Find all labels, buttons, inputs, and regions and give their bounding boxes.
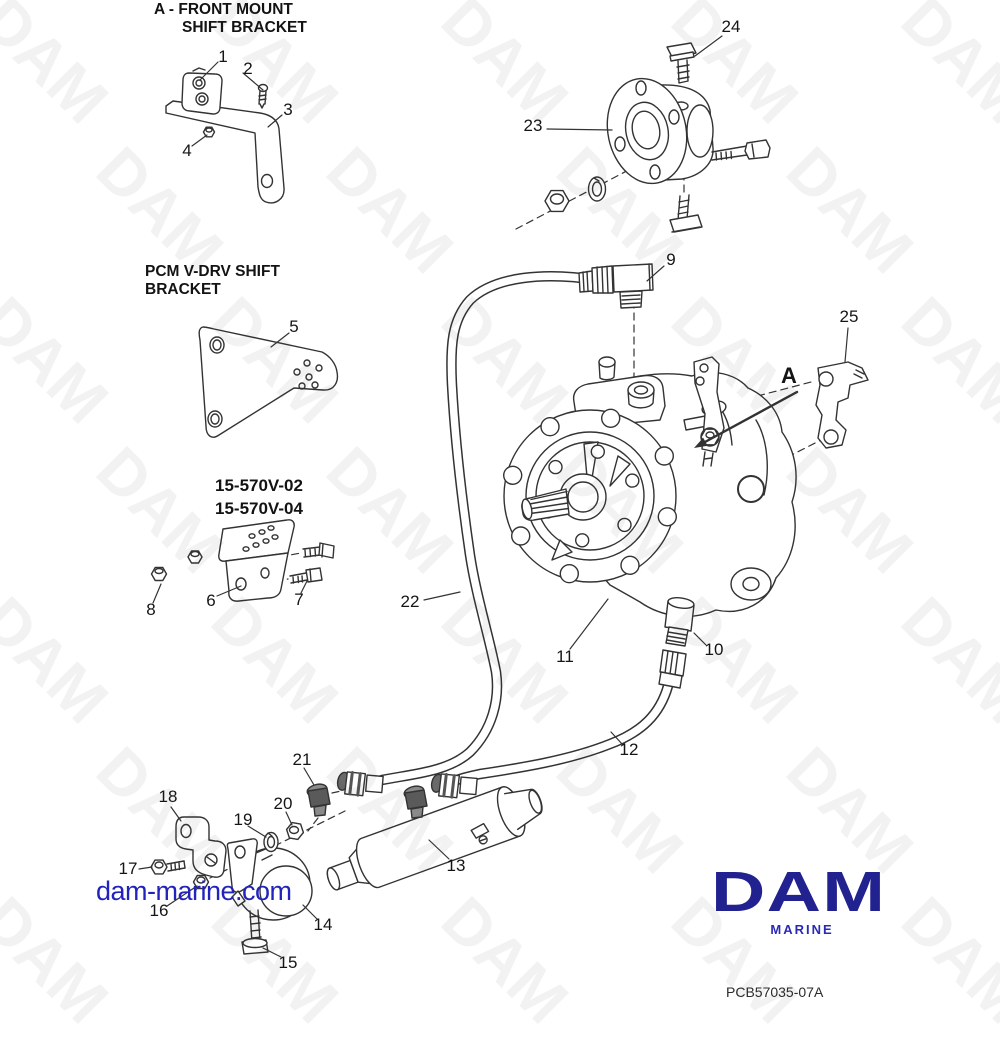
callout-21: 21 bbox=[292, 750, 312, 769]
housing-lugs bbox=[503, 408, 677, 584]
model-number-line1: 15-570V-02 bbox=[215, 476, 303, 495]
model-bracket-drawing bbox=[150, 519, 335, 602]
elbow-fitting-a bbox=[306, 783, 331, 817]
callout-7: 7 bbox=[294, 590, 304, 609]
website-link[interactable]: dam-marine.com bbox=[96, 876, 292, 906]
model-number-line2: 15-570V-04 bbox=[215, 499, 303, 518]
transmission-drawing bbox=[503, 356, 797, 618]
elbow-fitting-9 bbox=[578, 263, 654, 309]
callout-13: 13 bbox=[446, 856, 466, 875]
shift-lever bbox=[693, 356, 725, 467]
spline-shaft bbox=[521, 488, 570, 521]
callout-10: 10 bbox=[704, 640, 724, 659]
bolt-24 bbox=[666, 42, 697, 84]
elbow-fitting-b bbox=[403, 785, 428, 819]
plate-16 bbox=[226, 838, 258, 907]
pcm-bracket-drawing bbox=[198, 326, 339, 438]
mount-hardware-drawing bbox=[150, 816, 305, 907]
elbow-fitting-10 bbox=[658, 597, 695, 689]
diagram-artwork bbox=[138, 35, 869, 958]
pcm-bracket-title-line1: PCM V-DRV SHIFT bbox=[145, 263, 280, 280]
bottom-bolt bbox=[669, 194, 703, 233]
clamp-bolt-15 bbox=[241, 909, 269, 955]
dam-logo-subtext: MARINE bbox=[770, 922, 834, 937]
callout-8: 8 bbox=[146, 600, 156, 619]
hose-fitting-21-group bbox=[306, 770, 478, 819]
front-mount-title-line2: SHIFT BRACKET bbox=[182, 19, 307, 36]
callout-23: 23 bbox=[523, 116, 543, 135]
nut-8-pair bbox=[150, 550, 203, 582]
nut-20 bbox=[285, 821, 305, 841]
hose-a-nut bbox=[336, 770, 384, 797]
flange-coupler-drawing bbox=[544, 42, 771, 233]
hose-b-nut bbox=[430, 772, 478, 799]
callout-20: 20 bbox=[273, 794, 293, 813]
model-numbers-title: 15-570V-02 15-570V-04 bbox=[215, 474, 303, 520]
callout-11: 11 bbox=[556, 647, 574, 666]
callout-19: 19 bbox=[233, 810, 253, 829]
nut-and-washer bbox=[544, 176, 607, 213]
nut-16 bbox=[192, 874, 210, 890]
screw-2 bbox=[257, 83, 269, 109]
filler-cap bbox=[598, 356, 616, 381]
bolt-17 bbox=[150, 859, 186, 875]
callout-14: 14 bbox=[313, 915, 333, 934]
callout-9: 9 bbox=[666, 250, 676, 269]
document-code: PCB57035-07A bbox=[726, 984, 824, 1000]
callout-17: 17 bbox=[118, 859, 138, 878]
callout-leader-lines bbox=[138, 35, 849, 958]
oil-cooler-drawing bbox=[326, 786, 543, 891]
hose-12-drawing bbox=[448, 680, 674, 787]
callout-15: 15 bbox=[278, 953, 298, 972]
front-mount-bracket-drawing bbox=[165, 67, 285, 204]
callout-4: 4 bbox=[182, 141, 192, 160]
callout-3: 3 bbox=[283, 100, 293, 119]
hose-22-drawing bbox=[376, 271, 603, 786]
callout-5: 5 bbox=[289, 317, 299, 336]
callout-2: 2 bbox=[243, 59, 253, 78]
nut-4 bbox=[202, 126, 216, 138]
dam-logo: DAM bbox=[711, 860, 887, 924]
callout-6: 6 bbox=[206, 591, 216, 610]
callout-22: 22 bbox=[400, 592, 420, 611]
front-mount-title-line1: A - FRONT MOUNT bbox=[154, 1, 293, 18]
callout-24: 24 bbox=[721, 17, 741, 36]
callout-1: 1 bbox=[218, 47, 228, 66]
bolt-7-pair bbox=[289, 542, 335, 584]
callout-25: 25 bbox=[839, 307, 859, 326]
pcm-bracket-title-line2: BRACKET bbox=[145, 281, 221, 298]
washer-19 bbox=[263, 831, 279, 853]
breather-boss bbox=[627, 381, 655, 409]
callout-18: 18 bbox=[158, 787, 178, 806]
callout-16: 16 bbox=[149, 901, 169, 920]
callout-a: A bbox=[781, 363, 797, 388]
callout-12: 12 bbox=[619, 740, 639, 759]
side-bolt bbox=[711, 139, 771, 161]
detail-a-arrow bbox=[694, 390, 799, 448]
bracket-25-drawing bbox=[815, 361, 869, 449]
bracket-18 bbox=[175, 816, 227, 878]
